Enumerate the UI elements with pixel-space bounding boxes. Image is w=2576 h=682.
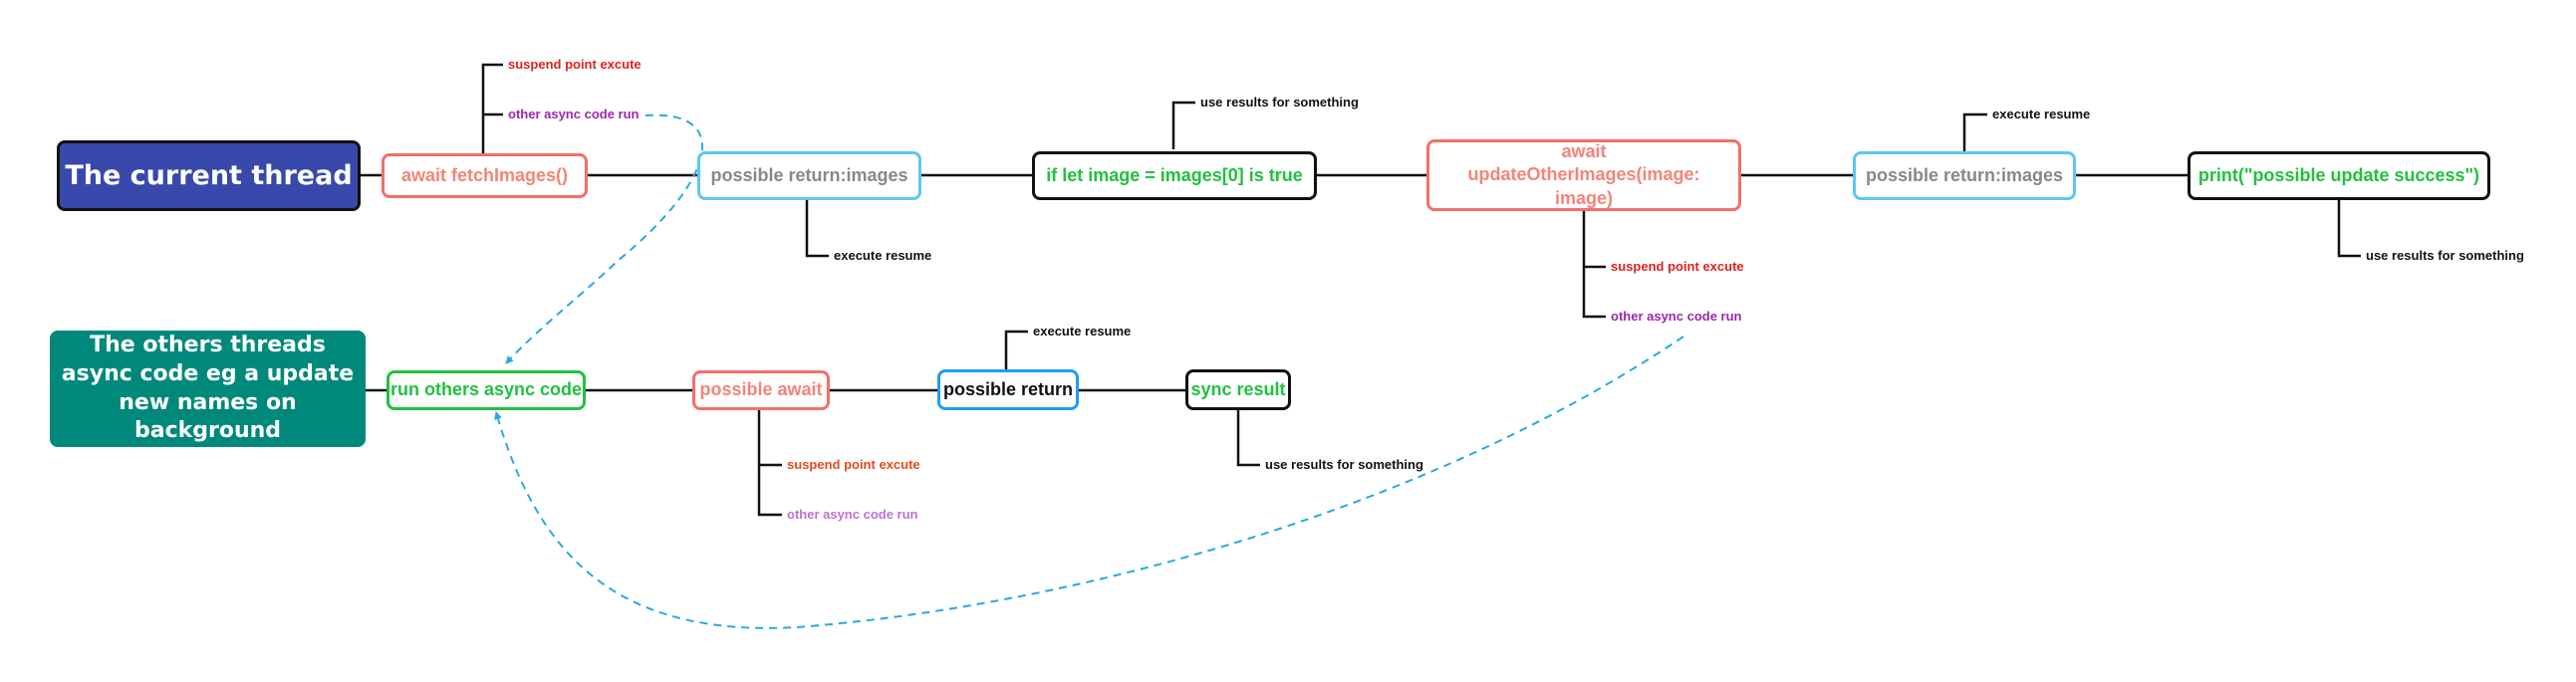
other-async-code-note: other async code run (787, 507, 918, 522)
jump-arrow-update-to-others (494, 336, 1684, 629)
possible-return-images-node-1: possible return:images (697, 151, 921, 200)
suspend-point-note: suspend point excute (508, 57, 642, 72)
jump-arrow-fetch-to-others (505, 114, 703, 364)
sync-result-node: sync result (1185, 369, 1291, 410)
note-connector (1171, 101, 1195, 149)
await-fetch-images-node: await fetchImages() (382, 153, 588, 198)
note-connector (1004, 330, 1028, 369)
other-async-code-note: other async code run (508, 107, 640, 121)
main-thread-root: The current thread (57, 140, 361, 211)
note-connector (2337, 200, 2361, 258)
suspend-point-note: suspend point excute (787, 457, 920, 472)
note-connector (1582, 211, 1606, 319)
note-connector (1236, 410, 1260, 467)
await-update-other-images-node: await updateOtherImages(image: image) (1426, 139, 1741, 211)
note-connector (805, 200, 829, 258)
use-results-note: use results for something (2366, 248, 2524, 263)
execute-resume-note: execute resume (834, 248, 932, 263)
other-async-code-note: other async code run (1611, 309, 1742, 324)
execute-resume-note: execute resume (1033, 324, 1132, 339)
possible-await-node: possible await (692, 370, 830, 410)
possible-return-images-node-2: possible return:images (1853, 151, 2076, 200)
note-connector (481, 63, 503, 155)
note-connector (757, 410, 782, 517)
note-connector (1962, 113, 1987, 161)
possible-return-node: possible return (937, 369, 1079, 410)
use-results-note: use results for something (1265, 457, 1423, 472)
run-others-async-code-node: run others async code (386, 370, 586, 410)
suspend-point-note: suspend point excute (1611, 259, 1744, 274)
use-results-note: use results for something (1200, 95, 1359, 110)
execute-resume-note: execute resume (1992, 107, 2091, 121)
if-let-image-node: if let image = images[0] is true (1032, 151, 1317, 200)
others-thread-root: The others threads async code eg a updat… (50, 331, 366, 447)
print-update-success-node: print("possible update success") (2188, 151, 2490, 200)
